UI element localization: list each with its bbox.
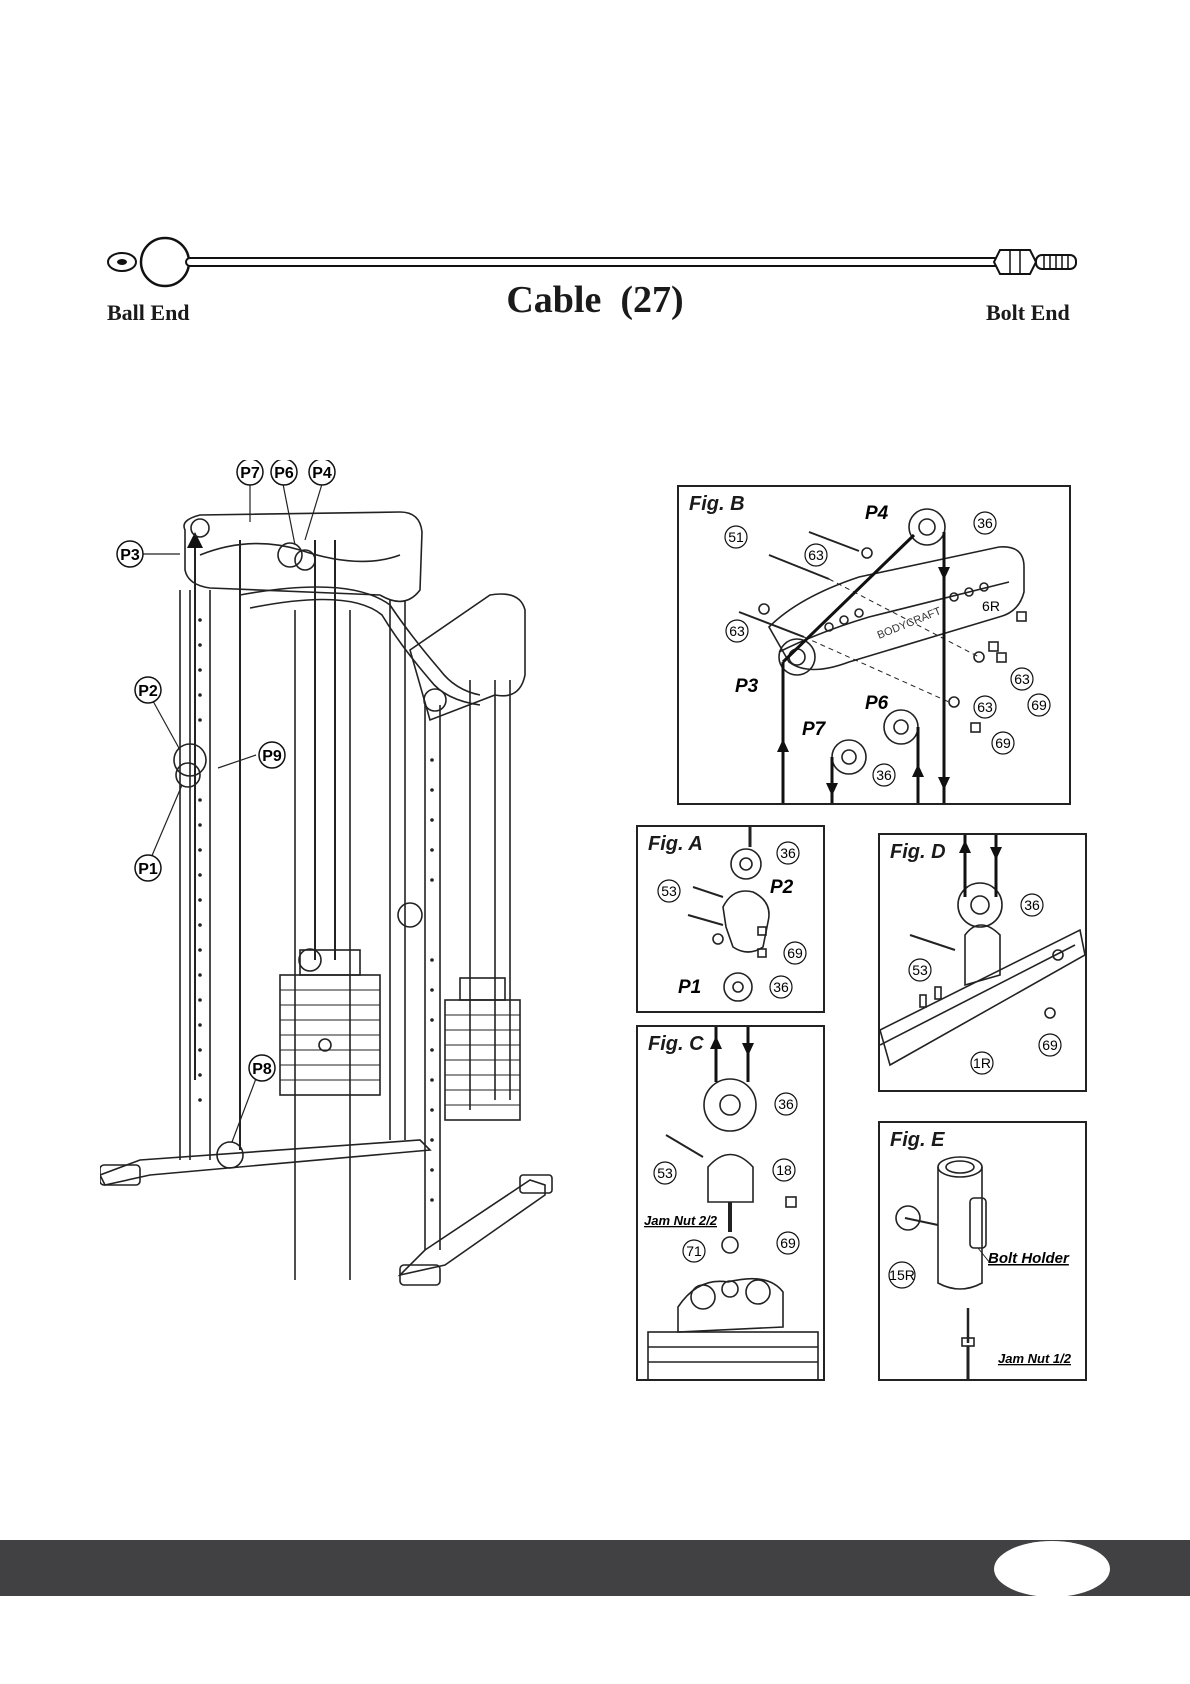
fig-c-callout-71: 71 (686, 1243, 702, 1259)
fig-a-callout-69: 69 (787, 945, 803, 961)
fig-c-panel: Fig. C Jam Nut 2/2 36 53 (636, 1025, 825, 1381)
fig-d-callout-53: 53 (912, 962, 928, 978)
machine-label-p7: P7 (240, 465, 260, 482)
fig-b-pulley-p3: P3 (735, 676, 759, 697)
machine-label-p1: P1 (138, 861, 158, 878)
machine-label-p2: P2 (138, 683, 158, 700)
fig-c-callout-36: 36 (778, 1096, 794, 1112)
fig-a-pulley-p1: P1 (678, 977, 701, 998)
fig-b-callout-69b: 69 (995, 735, 1011, 751)
fig-b-panel: Fig. B (677, 485, 1071, 805)
fig-e-jam-nut-label: Jam Nut 1/2 (998, 1351, 1072, 1366)
bolt-end-label: Bolt End (986, 300, 1070, 326)
fig-b-callout-63d: 63 (977, 699, 993, 715)
machine-label-p4: P4 (312, 465, 332, 482)
fig-a-pulley-p2: P2 (770, 877, 794, 898)
fig-d-callout-1r: 1R (973, 1055, 991, 1071)
fig-a-callout-53: 53 (661, 883, 677, 899)
fig-c-callout-53: 53 (657, 1165, 673, 1181)
cable-part-number: (27) (620, 279, 683, 321)
fig-d-panel: Fig. D 36 53 1R 69 (878, 833, 1087, 1092)
fig-d-callout-69: 69 (1042, 1037, 1058, 1053)
cable-name: Cable (506, 279, 601, 321)
fig-b-pulley-p6: P6 (865, 693, 889, 714)
fig-e-callout-15r: 15R (889, 1267, 915, 1283)
fig-b-callout-36b: 36 (876, 767, 892, 783)
fig-a-callout-36a: 36 (780, 845, 796, 861)
fig-b-callout-69a: 69 (1031, 697, 1047, 713)
machine-label-p8: P8 (252, 1061, 272, 1078)
ball-end-label: Ball End (107, 300, 190, 326)
machine-drawing: P7 P6 P4 P3 P2 P9 P1 P8 (100, 460, 620, 1380)
fig-b-pulley-p4: P4 (865, 503, 889, 524)
fig-c-callout-18: 18 (776, 1162, 792, 1178)
fig-b-callout-36a: 36 (977, 515, 993, 531)
fig-b-pulley-p7: P7 (802, 719, 827, 740)
fig-c-callout-69: 69 (780, 1235, 796, 1251)
fig-b-callout-51: 51 (728, 529, 744, 545)
fig-b-callout-6r: 6R (982, 598, 1000, 614)
fig-a-callout-36b: 36 (773, 979, 789, 995)
fig-c-jam-nut-label: Jam Nut 2/2 (644, 1213, 718, 1228)
page-number-oval (994, 1541, 1110, 1597)
fig-e-panel: Fig. E Bolt Holder Jam Nut 1/2 15R (878, 1121, 1087, 1381)
fig-b-callout-63b: 63 (729, 623, 745, 639)
fig-b-callout-63a: 63 (808, 547, 824, 563)
fig-b-callout-63c: 63 (1014, 671, 1030, 687)
machine-label-p6: P6 (274, 465, 294, 482)
fig-e-bolt-holder-label: Bolt Holder (988, 1250, 1070, 1267)
fig-d-callout-36: 36 (1024, 897, 1040, 913)
machine-label-p3: P3 (120, 547, 140, 564)
fig-a-panel: Fig. A P2 P1 36 53 69 36 (636, 825, 825, 1013)
machine-label-p9: P9 (262, 748, 282, 765)
